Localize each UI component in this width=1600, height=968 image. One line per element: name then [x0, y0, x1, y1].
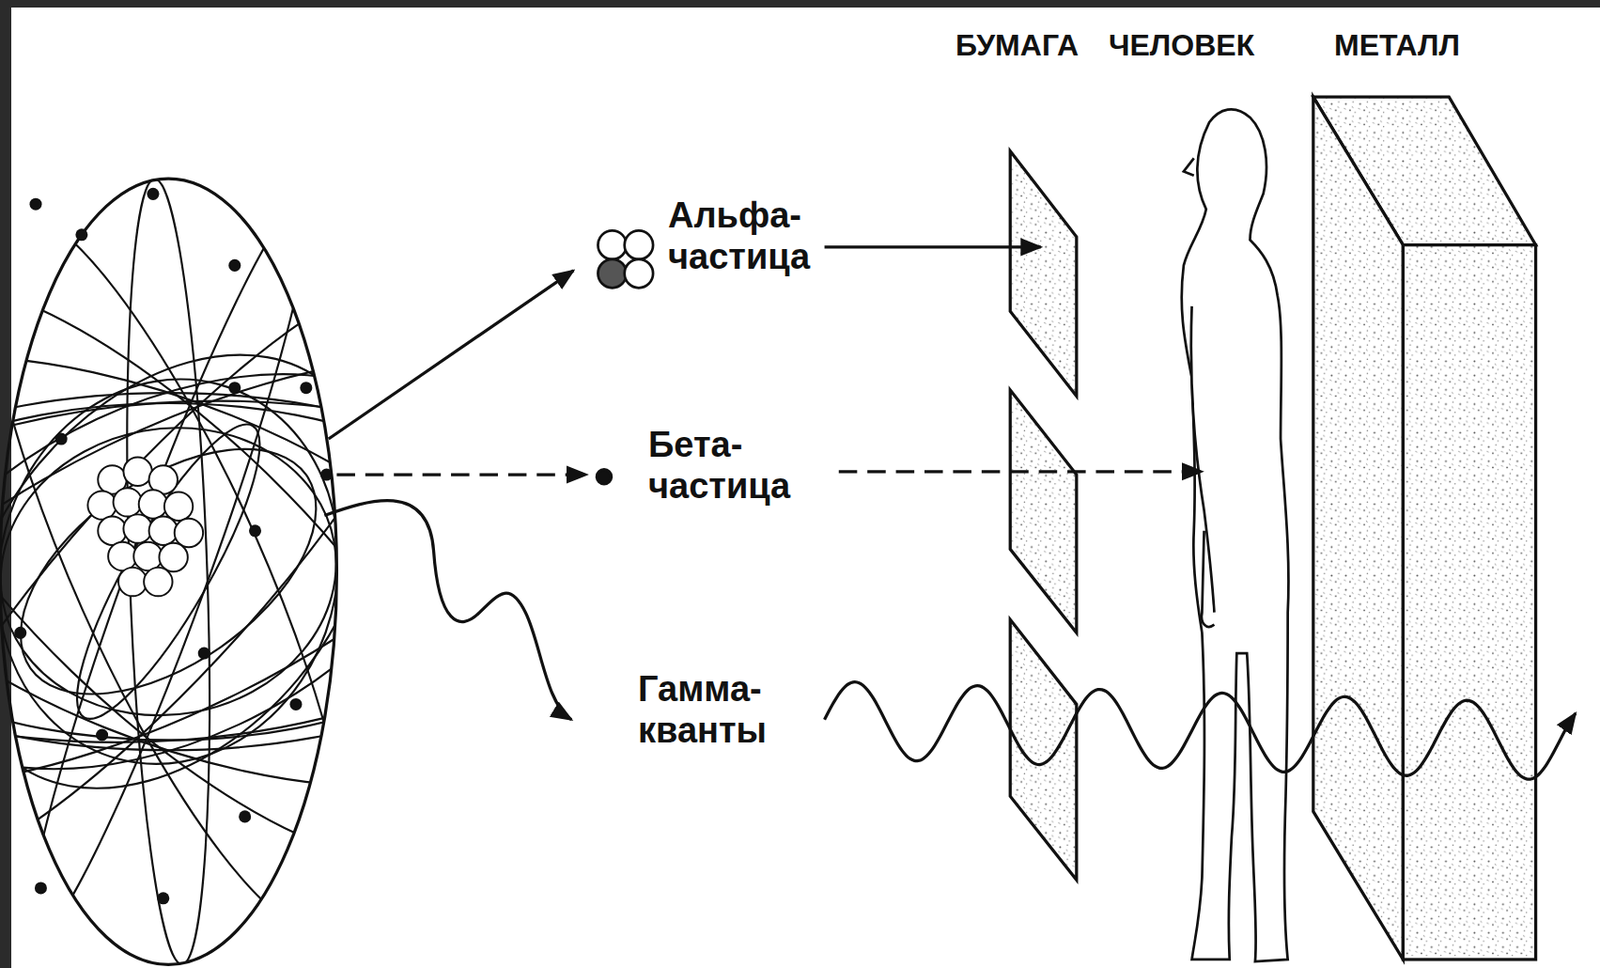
nucleon: [97, 516, 126, 545]
orbit-line: [115, 177, 221, 966]
radiation-label: Гамма- кванты: [637, 668, 767, 751]
person-figure: [1181, 108, 1290, 962]
nucleon: [123, 513, 152, 543]
barrier-label: БУМАГА: [955, 28, 1079, 63]
orbit-line: [0, 188, 341, 955]
orbit-line: [0, 375, 573, 768]
electron: [299, 381, 312, 394]
orbit-line: [0, 341, 382, 803]
nucleon: [164, 492, 193, 521]
orbit-line: [0, 275, 455, 868]
electron: [320, 468, 333, 482]
electron: [55, 433, 68, 446]
alpha-particle: [597, 230, 653, 288]
orbit-line: [0, 273, 583, 870]
orbit-line: [0, 403, 515, 740]
alpha-ray: [824, 245, 1041, 249]
alpha-ray: [328, 270, 575, 439]
nucleon: [108, 542, 137, 571]
gamma-ray: [324, 500, 572, 720]
electron: [95, 728, 109, 741]
orbit-line: [0, 401, 359, 742]
electron: [34, 881, 47, 894]
electron: [156, 891, 170, 904]
electron: [29, 198, 42, 211]
electron: [228, 381, 241, 394]
beta-ray: [838, 469, 1203, 473]
nucleon: [158, 543, 187, 572]
nucleon: [87, 490, 116, 519]
electron: [146, 187, 159, 201]
beta-ray: [336, 472, 587, 476]
electron: [198, 647, 211, 660]
nucleon: [149, 516, 178, 545]
electron: [14, 626, 27, 639]
barrier-label: МЕТАЛЛ: [1334, 28, 1461, 63]
radiation-label: Бета- частица: [648, 424, 791, 507]
electron: [238, 809, 251, 823]
electron: [75, 228, 88, 241]
beta-particle: [596, 469, 611, 484]
nucleon: [118, 567, 147, 596]
radiation-label: Альфа- частица: [667, 195, 810, 278]
orbit-line: [0, 399, 359, 744]
orbit-line: [0, 392, 561, 750]
electron: [228, 259, 241, 272]
nucleon: [139, 489, 168, 518]
orbit-line: [0, 174, 415, 968]
orbit-line: [48, 404, 288, 738]
electron: [248, 524, 262, 537]
nucleon: [133, 542, 162, 571]
paper-sheet: [1009, 151, 1077, 880]
orbit-line: [0, 216, 502, 928]
orbit-line: [0, 198, 548, 945]
orbit-line: [0, 267, 596, 875]
orbit-line: [0, 294, 508, 850]
gamma-ray: [824, 682, 1576, 779]
atom: [0, 174, 596, 968]
metal-block: [1313, 96, 1537, 960]
nucleon: [123, 457, 152, 486]
nucleon: [174, 518, 203, 547]
nucleon: [143, 567, 172, 596]
barrier-label: ЧЕЛОВЕК: [1108, 28, 1255, 63]
nucleon: [113, 487, 142, 516]
electron: [289, 698, 302, 711]
